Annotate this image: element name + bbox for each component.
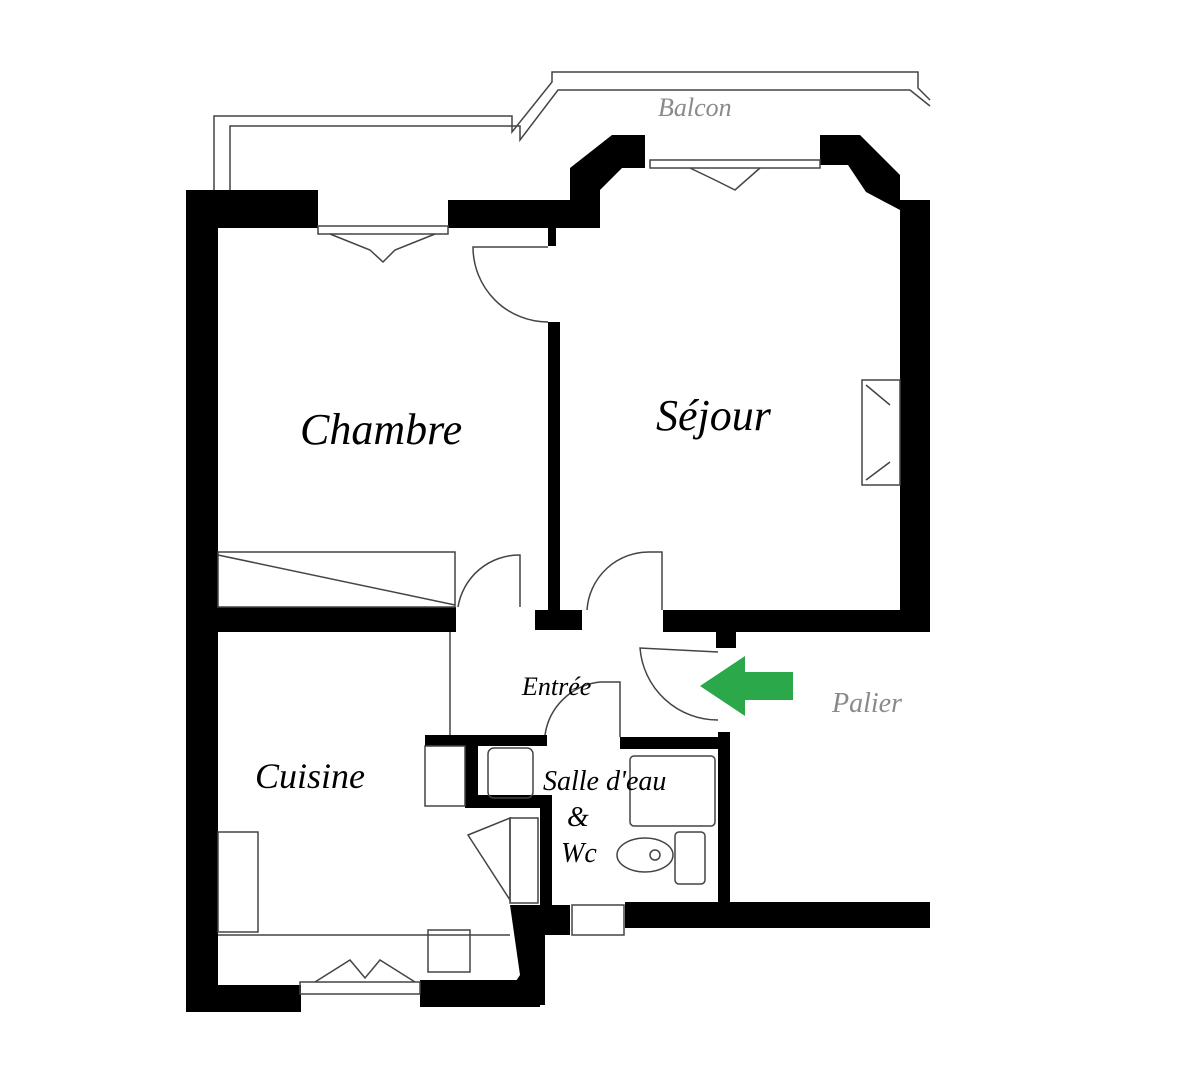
room-label-salle-deau-3: Wc [561, 838, 597, 869]
room-label-balcon: Balcon [658, 93, 732, 122]
room-label-cuisine: Cuisine [255, 756, 365, 796]
room-label-salle-deau-1: Salle d'eau [543, 766, 666, 797]
doors-and-fixtures [217, 159, 901, 995]
walls [186, 135, 930, 1012]
entrance-arrow-icon [700, 656, 793, 716]
room-label-sejour: Séjour [656, 391, 772, 440]
room-label-chambre: Chambre [300, 405, 462, 454]
balcony-outline [213, 71, 931, 190]
room-label-entree: Entrée [521, 672, 591, 701]
room-label-salle-deau-2: & [567, 802, 589, 833]
room-label-palier: Palier [831, 688, 902, 719]
